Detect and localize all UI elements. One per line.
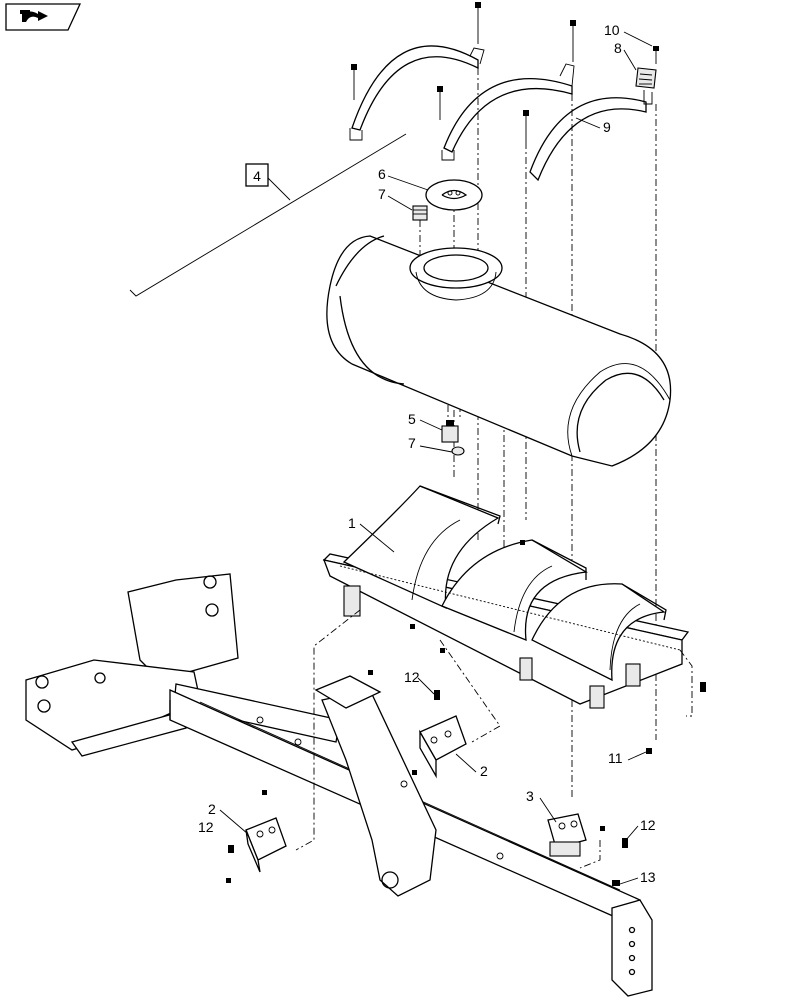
fitting-upper[interactable] bbox=[412, 205, 428, 221]
assembly-paths-lower bbox=[295, 609, 693, 869]
callout-3: 3 bbox=[526, 788, 534, 804]
callout-2-center: 2 bbox=[480, 763, 488, 779]
callout-1: 1 bbox=[348, 515, 356, 531]
callout-12-center: 12 bbox=[404, 669, 420, 685]
callout-labels: 4 6 7 10 8 9 5 7 1 12 2 2 12 3 12 13 11 bbox=[198, 22, 656, 885]
drain-valve[interactable] bbox=[441, 420, 465, 456]
tank-saddle-frame[interactable] bbox=[322, 485, 690, 709]
strap-bolt bbox=[351, 64, 529, 142]
callout-7-lower: 7 bbox=[408, 435, 416, 451]
mount-bracket-3[interactable] bbox=[547, 813, 587, 857]
sprayer-main-frame bbox=[25, 573, 653, 997]
leader-callout-4 bbox=[129, 133, 407, 297]
callout-9: 9 bbox=[603, 119, 611, 135]
tank-strap-middle bbox=[441, 20, 576, 161]
callout-12-left: 12 bbox=[198, 819, 214, 835]
mount-bracket-left[interactable] bbox=[245, 817, 287, 873]
callout-4: 4 bbox=[253, 168, 261, 184]
callout-10: 10 bbox=[604, 22, 620, 38]
callout-2-left: 2 bbox=[208, 801, 216, 817]
callout-7-upper: 7 bbox=[378, 186, 386, 202]
hardware-bolts bbox=[226, 540, 706, 886]
callout-6: 6 bbox=[378, 166, 386, 182]
tank-lid[interactable] bbox=[425, 179, 483, 211]
next-page-arrow-icon bbox=[20, 10, 48, 22]
callout-11: 11 bbox=[608, 750, 623, 766]
tank-strap-rear bbox=[349, 2, 485, 141]
callout-8: 8 bbox=[614, 40, 622, 56]
water-tank[interactable] bbox=[326, 235, 672, 467]
callout-12-right: 12 bbox=[640, 817, 656, 833]
callout-5: 5 bbox=[408, 411, 416, 427]
tank-strap-front[interactable] bbox=[529, 46, 659, 182]
callout-13: 13 bbox=[640, 869, 656, 885]
callout-4-box: 4 bbox=[245, 163, 269, 187]
next-page-button[interactable] bbox=[5, 3, 82, 31]
mount-bracket-center[interactable] bbox=[419, 715, 467, 779]
